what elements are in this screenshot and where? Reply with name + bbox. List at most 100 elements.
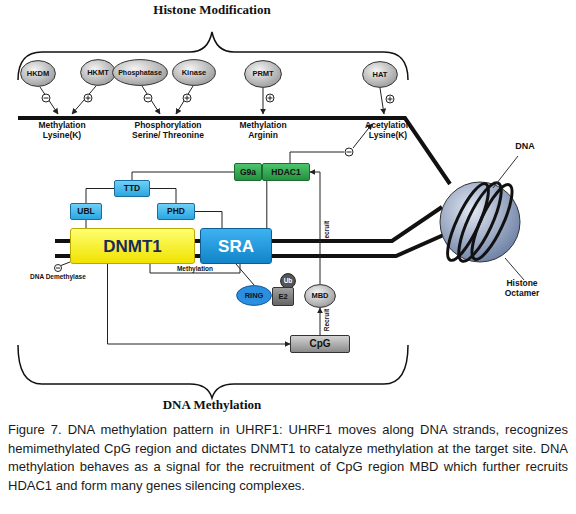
symbol-stroke	[270, 96, 271, 101]
effect-arrow	[176, 86, 193, 114]
node-text: RING	[245, 292, 264, 300]
node-text: DNMT1	[103, 238, 162, 255]
connector-label: Recruit	[324, 221, 331, 243]
ellipse-node: MBD	[304, 284, 336, 308]
ellipse-shape	[363, 62, 398, 88]
domain-box: E2	[272, 287, 294, 306]
effect-arrow	[142, 86, 160, 114]
connector	[86, 220, 87, 228]
plus-symbol	[386, 95, 394, 103]
plus-symbol	[84, 94, 92, 102]
minus-symbol	[42, 94, 50, 102]
ellipse-shape	[113, 60, 168, 86]
figure-caption: Figure 7. DNA methylation pattern in UHR…	[8, 421, 568, 495]
plus-symbol	[183, 94, 191, 102]
ellipse-node: HAT	[362, 61, 398, 88]
minus-symbol	[144, 94, 152, 102]
leader-line	[493, 156, 518, 188]
domain-box: SRA	[200, 228, 272, 264]
annotation-label: Methylation Lysine(K)	[33, 121, 91, 141]
ellipse-node: PRMT	[244, 60, 282, 88]
connector-label: Methylation	[177, 265, 213, 272]
node-text: UBL	[77, 207, 94, 216]
node-text: CpG	[309, 339, 330, 349]
connector	[150, 264, 240, 273]
ellipse-node: Kinase	[172, 59, 216, 86]
annotation-label: DNA Demethylase	[30, 273, 110, 280]
symbol-ring	[183, 94, 191, 102]
effect-arrow	[40, 87, 58, 114]
ellipse-node: HKDM	[20, 60, 56, 87]
domain-box: PHD	[157, 203, 195, 220]
ellipse-shape	[173, 60, 216, 86]
node-text: SRA	[218, 238, 254, 255]
domain-box: UBL	[70, 203, 102, 220]
domain-box: CpG	[290, 335, 350, 353]
annotation-label: Methylation Arginin	[234, 121, 292, 141]
symbol-ring	[144, 94, 152, 102]
effect-arrow	[263, 88, 264, 114]
inhibition-line	[290, 152, 344, 163]
dna-wrap	[465, 180, 520, 264]
domain-box: HDAC1	[262, 163, 310, 181]
plus-symbol	[266, 94, 274, 102]
ellipse-node: Phosphatase	[112, 59, 168, 86]
node-text: G9a	[240, 168, 256, 177]
symbol-stroke	[146, 98, 151, 99]
symbol-stroke	[347, 152, 352, 153]
connector	[86, 189, 114, 204]
connector	[320, 308, 321, 335]
leader-line	[505, 258, 524, 280]
effect-arrow	[380, 88, 384, 114]
domain-box: TTD	[114, 180, 150, 197]
effect-arrow	[72, 86, 96, 114]
connector	[266, 181, 267, 228]
node-text: Kinase	[182, 69, 207, 77]
connector	[108, 264, 291, 344]
symbol-stroke	[56, 268, 60, 269]
node-text: Phosphatase	[118, 69, 162, 76]
ellipse-shape	[245, 61, 282, 88]
node-text: TTD	[124, 184, 141, 193]
connector	[195, 212, 222, 229]
symbol-ring	[266, 94, 274, 102]
node-text: Ub	[284, 278, 293, 285]
symbol-ring	[55, 265, 62, 272]
histone-tail	[18, 118, 450, 184]
ellipse-shape	[21, 61, 56, 87]
domain-box: G9a	[234, 163, 262, 181]
node-text: HAT	[373, 71, 388, 79]
annotation-label: DNA	[505, 141, 545, 151]
figure-title: Histone Modification	[0, 2, 424, 18]
ellipse-shape	[305, 285, 336, 308]
bottom-brace	[18, 345, 408, 398]
minus-symbol	[55, 265, 62, 272]
connector	[132, 172, 234, 180]
node-text: PHD	[167, 207, 185, 216]
symbol-ring	[42, 94, 50, 102]
node-text: PRMT	[252, 70, 273, 78]
node-text: HKDM	[27, 70, 50, 78]
connector	[236, 264, 254, 285]
section-heading: DNA Methylation	[0, 398, 424, 413]
symbol-stroke	[88, 96, 89, 101]
node-text: E2	[278, 293, 287, 301]
symbol-stroke	[44, 98, 49, 99]
node-text: MBD	[311, 292, 328, 300]
domain-box: DNMT1	[70, 228, 195, 264]
symbol-ring	[386, 95, 394, 103]
ellipse-shape	[237, 286, 272, 306]
annotation-label: Phosphorylation Serine/ Threonine	[132, 121, 204, 141]
annotation-label: Acetylation Lysine(K)	[358, 121, 418, 141]
ellipse-shape	[81, 60, 116, 86]
connector-label: Recruit	[324, 309, 331, 331]
ellipse-node: RING	[236, 285, 272, 306]
demethylase-line	[61, 262, 70, 266]
annotation-label: Histone Octamer	[494, 279, 550, 299]
node-text: HKMT	[87, 69, 109, 77]
symbol-ring	[84, 94, 92, 102]
ellipse-node: HKMT	[80, 59, 116, 86]
minus-symbol	[345, 148, 353, 156]
node-text: HDAC1	[271, 168, 300, 177]
